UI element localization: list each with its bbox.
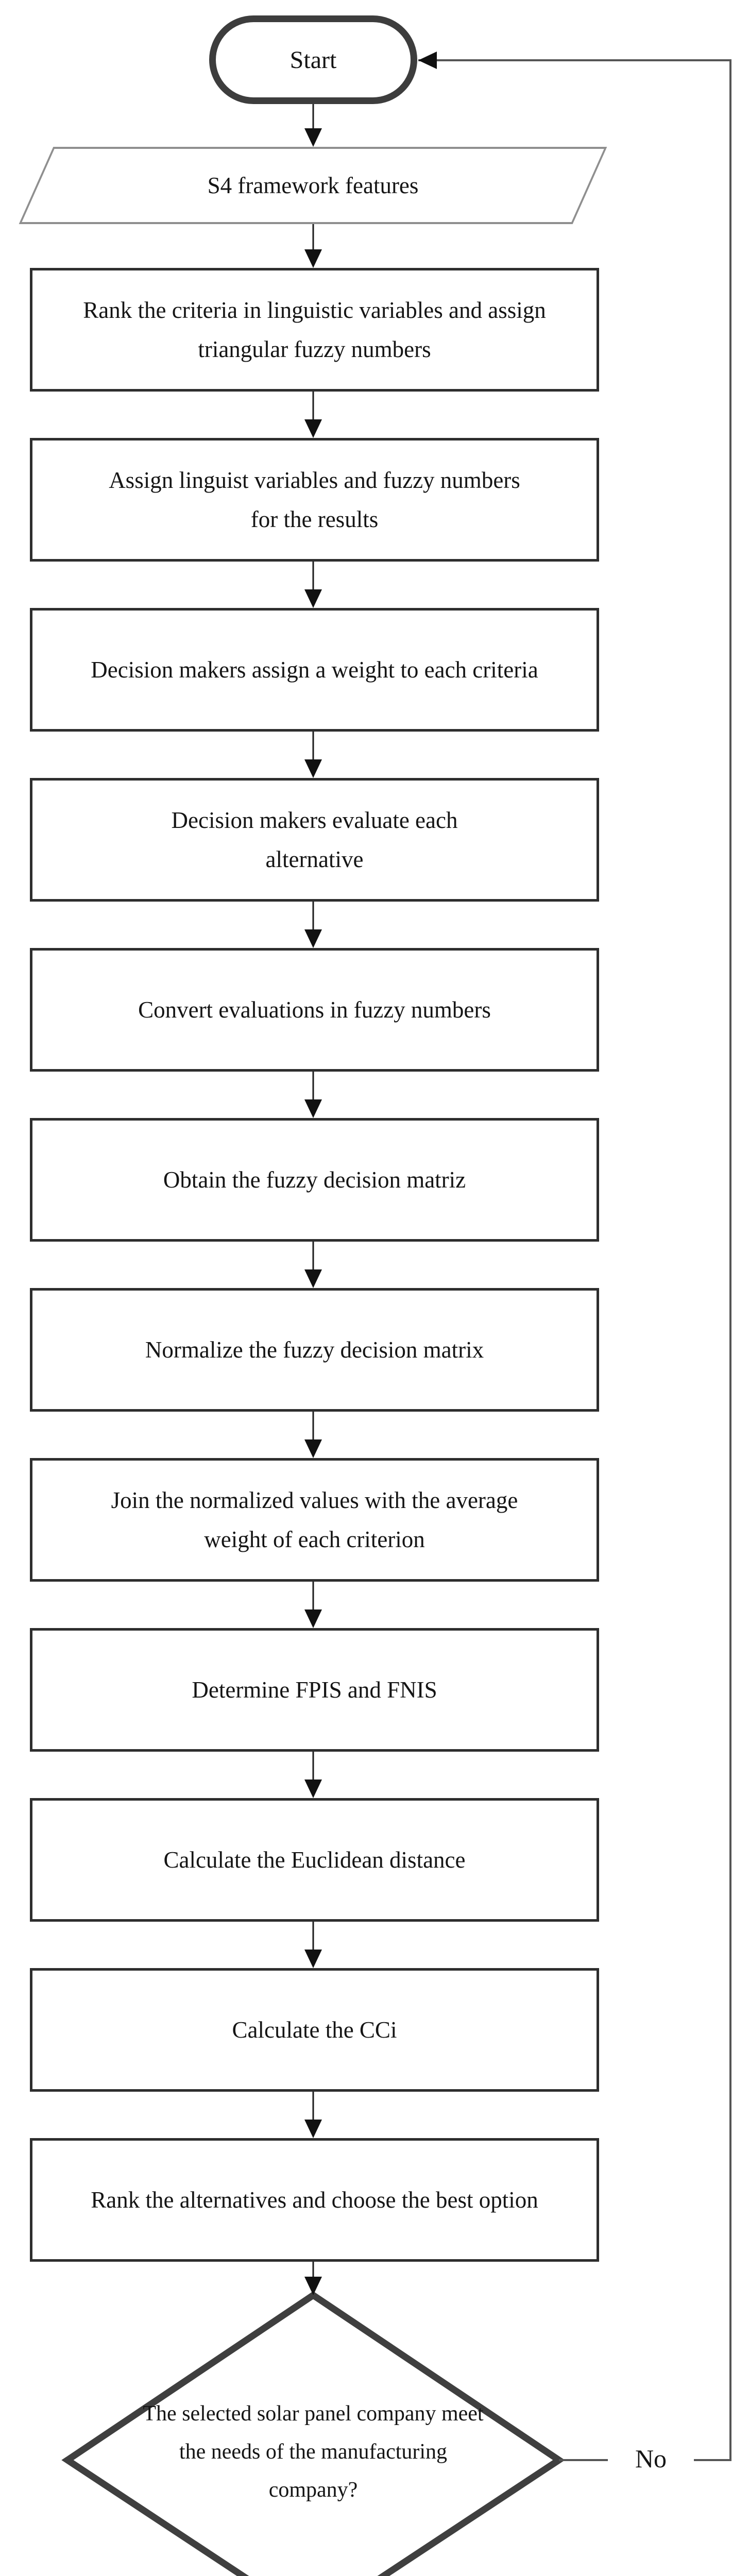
process-box-normalize-matrix: Normalize the fuzzy decision matrix <box>30 1288 599 1412</box>
input-label: S4 framework features <box>207 173 419 198</box>
process-box-convert-evaluations: Convert evaluations in fuzzy numbers <box>30 948 599 1072</box>
arrowhead-step10-icon <box>304 1780 322 1798</box>
no-edge-label: No <box>608 2439 694 2478</box>
process-box-rank-alternatives: Rank the alternatives and choose the bes… <box>30 2138 599 2262</box>
process-label: Decision makers evaluate each alternativ… <box>171 807 458 872</box>
arrowhead-step5-icon <box>304 929 322 948</box>
process-label: Decision makers assign a weight to each … <box>91 657 538 683</box>
no-feedback-connector <box>418 59 731 2461</box>
decision-label: The selected solar panel company meet th… <box>143 2402 484 2502</box>
arrowhead-input-icon <box>304 128 322 147</box>
process-label: Rank the criteria in linguistic variable… <box>83 297 546 362</box>
arrowhead-step11-icon <box>304 1950 322 1968</box>
process-label: Calculate the CCi <box>232 2017 397 2043</box>
process-box-determine-fpis-fnis: Determine FPIS and FNIS <box>30 1628 599 1752</box>
process-box-assign-linguist-variables: Assign linguist variables and fuzzy numb… <box>30 438 599 562</box>
process-box-calculate-cci: Calculate the CCi <box>30 1968 599 2092</box>
arrowhead-step7-icon <box>304 1269 322 1288</box>
arrowhead-step2-icon <box>304 419 322 438</box>
arrowhead-step4-icon <box>304 759 322 778</box>
process-box-evaluate-alternative: Decision makers evaluate each alternativ… <box>30 778 599 902</box>
arrowhead-step8-icon <box>304 1439 322 1458</box>
process-label: Convert evaluations in fuzzy numbers <box>138 997 491 1023</box>
process-box-euclidean-distance: Calculate the Euclidean distance <box>30 1798 599 1922</box>
process-label: Rank the alternatives and choose the bes… <box>91 2187 538 2213</box>
arrowhead-step9-icon <box>304 1609 322 1628</box>
process-box-rank-criteria: Rank the criteria in linguistic variable… <box>30 268 599 392</box>
process-label: Normalize the fuzzy decision matrix <box>145 1337 484 1363</box>
arrowhead-decision-icon <box>304 2277 322 2295</box>
process-label: Assign linguist variables and fuzzy numb… <box>109 467 520 532</box>
process-box-obtain-matrix: Obtain the fuzzy decision matriz <box>30 1118 599 1242</box>
arrowhead-step1-icon <box>304 249 322 268</box>
process-label: Determine FPIS and FNIS <box>192 1677 437 1703</box>
decision-diamond-shape <box>61 2291 565 2576</box>
arrowhead-step12-icon <box>304 2120 322 2138</box>
arrowhead-step3-icon <box>304 589 322 608</box>
no-feedback-arrowhead-icon <box>418 52 437 69</box>
process-box-join-normalized-values: Join the normalized values with the aver… <box>30 1458 599 1582</box>
start-terminator: Start <box>209 15 417 104</box>
process-label: Obtain the fuzzy decision matriz <box>163 1167 466 1193</box>
arrowhead-step6-icon <box>304 1099 322 1118</box>
process-label: Join the normalized values with the aver… <box>111 1487 518 1552</box>
process-label: Calculate the Euclidean distance <box>163 1847 466 1873</box>
process-box-assign-weight: Decision makers assign a weight to each … <box>30 608 599 732</box>
start-label: Start <box>290 46 337 74</box>
